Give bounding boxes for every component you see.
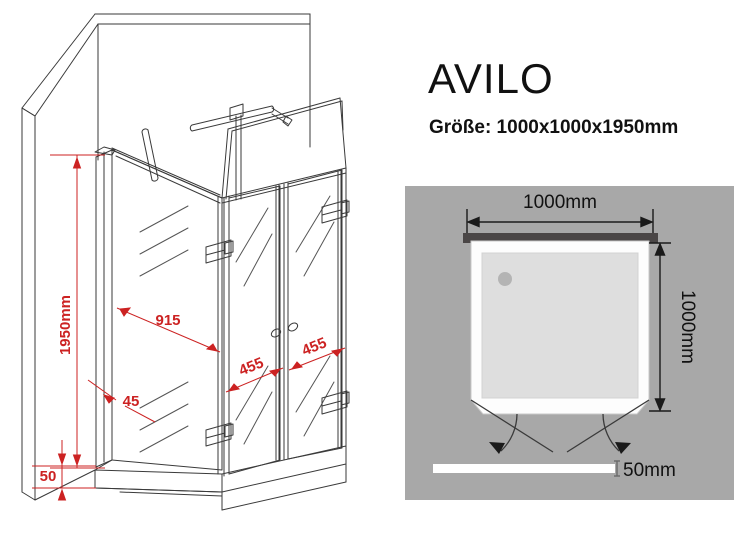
label-tray-thickness: 50mm [623,460,676,481]
hinge-left-upper [205,239,234,264]
perspective-drawing-svg: 1950mm 915 455 455 45 50 [21,13,350,511]
label-plan-depth: 1000mm [677,290,698,364]
inner-top-rail [221,97,347,200]
glass-reflection-lines-side [139,205,189,453]
plan-thickness-bar [433,464,615,473]
plan-top-bar [463,233,658,243]
door-swing-arrowheads [489,442,631,454]
label-height-total: 1950mm [57,295,74,355]
dimension-plan-depth [649,242,671,412]
dimension-height-total [50,154,105,469]
plan-view-figure: 1000mm 1000mm [405,186,734,500]
product-size-label: Größe: 1000x1000x1950mm [429,117,679,138]
spec-panel: AVILO Größe: 1000x1000x1950mm 1000mm [400,0,750,554]
dimension-door-left-width [225,367,284,393]
plan-thickness-marker [614,460,620,477]
glass-reflection-lines-doors [235,195,335,445]
hinge-left-lower [205,422,234,447]
label-profile-width: 45 [123,393,140,410]
label-tray-height: 50 [40,468,57,485]
top-rail-assembly [111,147,347,204]
hinge-right-upper [321,199,350,224]
plan-drawing-svg: 1000mm 1000mm [405,186,734,500]
door-knob-left [270,328,282,338]
dimension-annotations [32,154,346,501]
dimension-door-right-width [288,347,346,371]
door-knob-right [287,322,299,332]
stabilizer-bar [189,103,293,201]
perspective-view-panel: 1950mm 915 455 455 45 50 [21,13,350,511]
plan-tray-inner [481,252,639,399]
dimension-profile-width [87,379,156,423]
door-swing-indicators [470,399,650,453]
dimension-labels: 1950mm 915 455 455 45 50 [40,295,329,485]
dimension-panel-width [116,307,221,353]
plan-drain [498,272,512,286]
label-door-left-width: 455 [237,354,267,379]
dimension-tray-height [32,440,96,501]
door-left-leaf [228,185,281,475]
diagonal-strut [141,128,159,182]
label-panel-width: 915 [155,312,180,329]
label-plan-width: 1000mm [523,192,597,213]
wall-top-edge [94,13,311,25]
dimension-plan-width [466,209,654,233]
hinge-right-lower [321,390,350,415]
page-title: AVILO [428,55,554,102]
wall-panel [21,13,311,501]
shower-tray-base [94,445,347,511]
